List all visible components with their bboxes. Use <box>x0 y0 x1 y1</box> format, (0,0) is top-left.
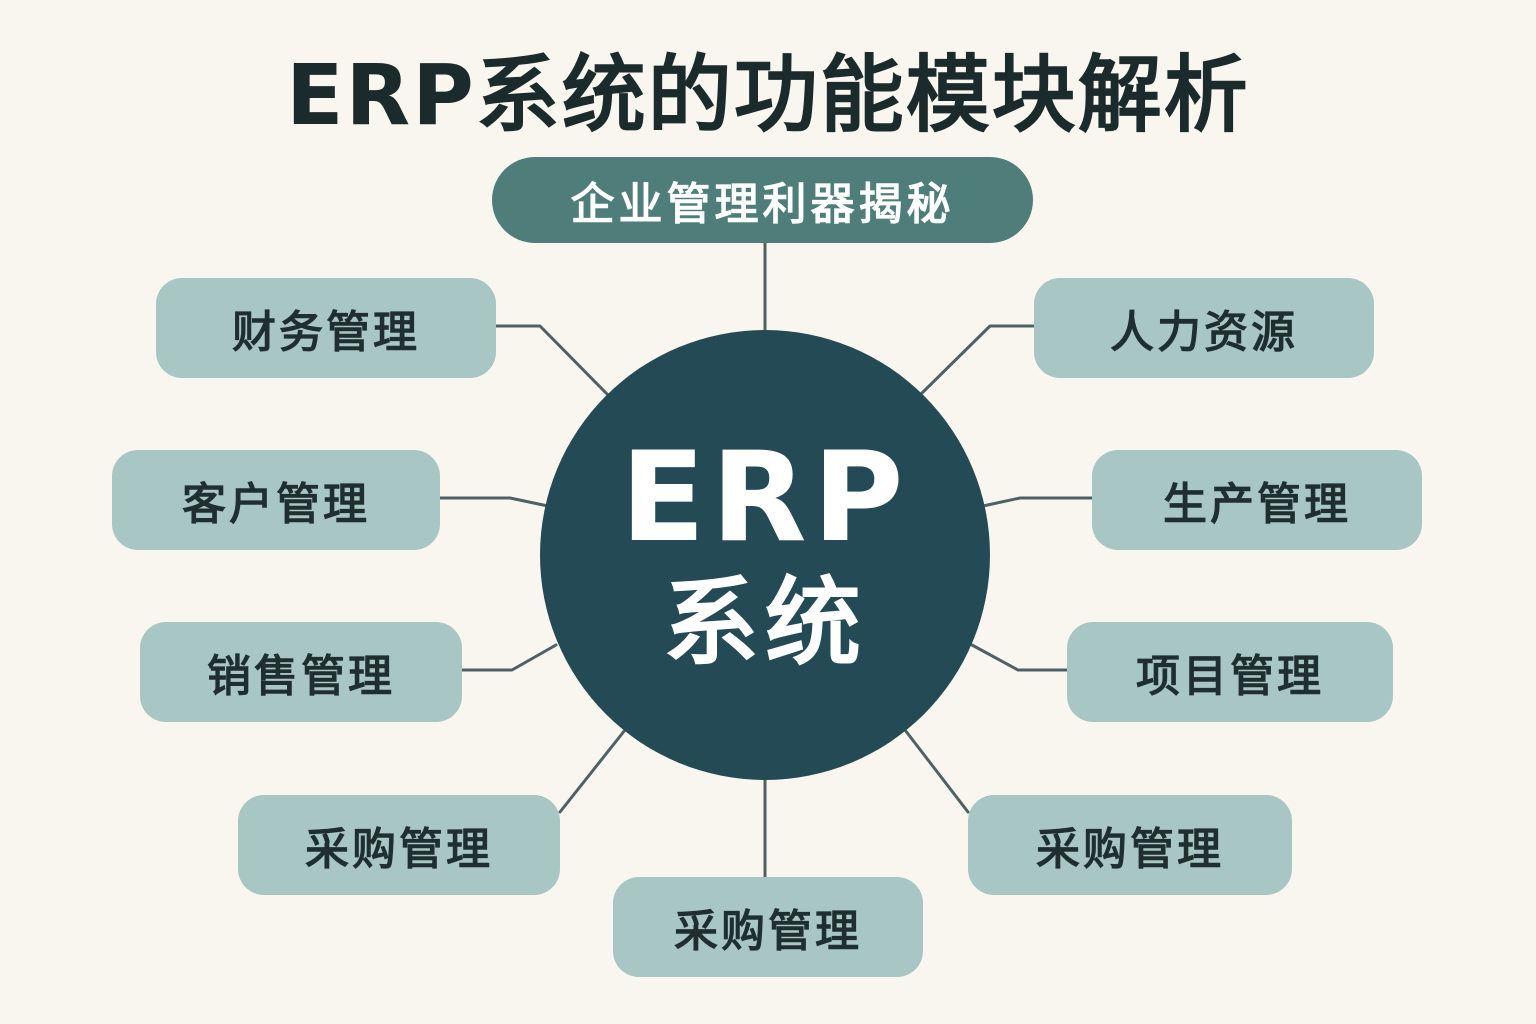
connector-sales <box>460 643 558 672</box>
connector-hr <box>918 324 1036 397</box>
module-customer: 客户管理 <box>112 450 440 550</box>
erp-center-node: ERP 系统 <box>540 330 990 780</box>
connector-project <box>970 643 1069 672</box>
connector-purchase-right <box>903 728 970 814</box>
module-production: 生产管理 <box>1092 450 1422 550</box>
module-purchase-right: 采购管理 <box>968 795 1292 895</box>
center-label-system: 系统 <box>663 567 867 679</box>
module-hr: 人力资源 <box>1034 278 1374 378</box>
connector-production <box>981 496 1094 508</box>
module-purchase-left: 采购管理 <box>238 795 560 895</box>
module-project: 项目管理 <box>1067 622 1393 722</box>
connector-customer <box>438 496 550 508</box>
module-finance: 财务管理 <box>156 278 496 378</box>
subtitle-pill: 企业管理利器揭秘 <box>492 157 1033 243</box>
center-label-erp: ERP <box>620 426 910 570</box>
connector-finance <box>494 324 610 397</box>
connector-purchase-left <box>558 728 627 814</box>
page-title: ERP系统的功能模块解析 <box>286 46 1250 144</box>
module-purchase-bottom: 采购管理 <box>613 877 923 977</box>
module-sales: 销售管理 <box>140 622 462 722</box>
